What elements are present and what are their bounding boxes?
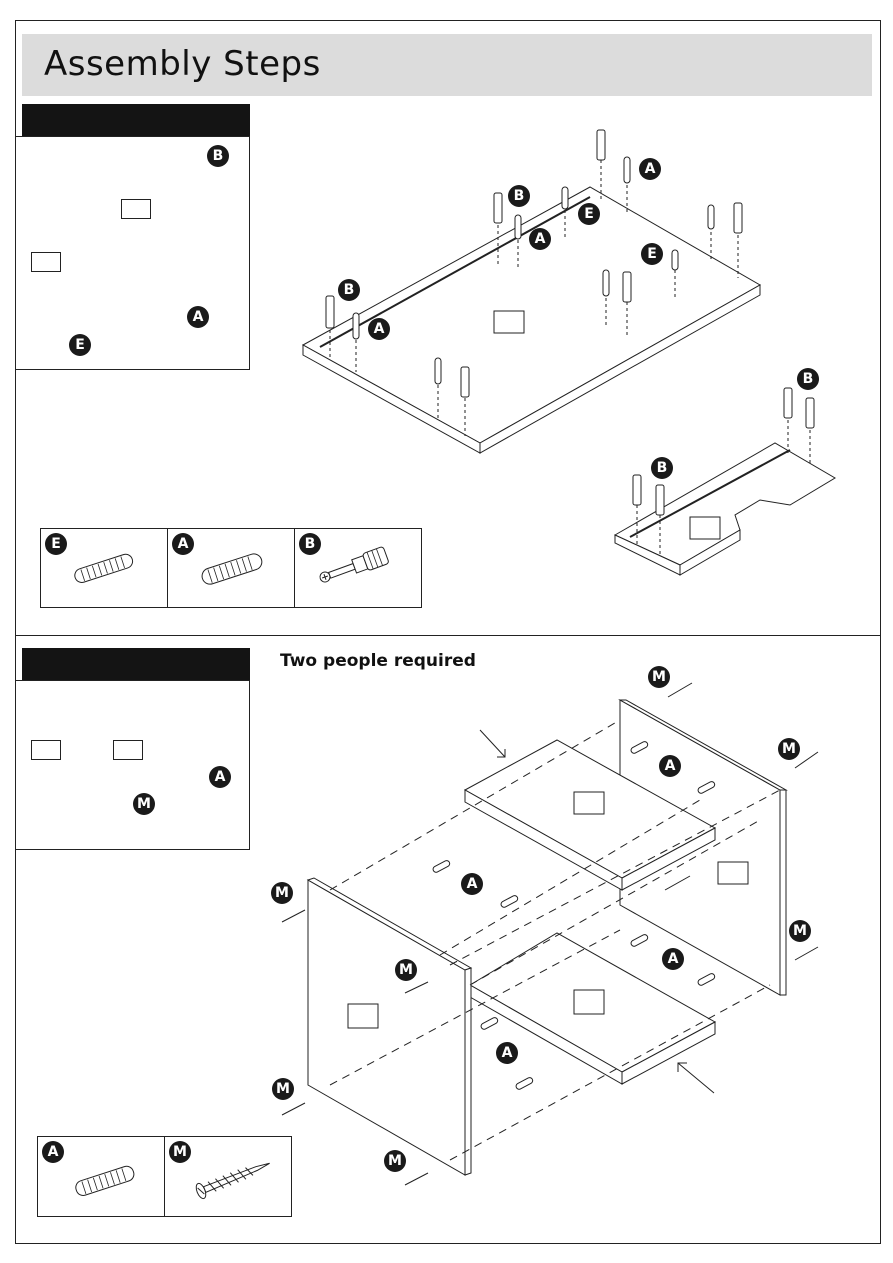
wooden-dowel-icon <box>201 553 263 585</box>
legend-cell-a: A <box>38 1137 165 1216</box>
page-title: Assembly Steps <box>44 44 321 84</box>
screws <box>281 682 819 1186</box>
groove-line <box>319 196 591 348</box>
panel-label-box <box>573 989 605 1015</box>
title-bar <box>22 34 872 96</box>
dowels <box>432 741 716 1090</box>
diagram-badge-m: M <box>395 959 417 981</box>
diagram-badge-a: A <box>659 755 681 777</box>
two-people-note: Two people required <box>280 651 476 671</box>
page-frame <box>15 20 881 1244</box>
part-badge-a: A <box>187 306 209 328</box>
legend-badge-b: B <box>299 533 321 555</box>
legend-badge-a: A <box>172 533 194 555</box>
diagram-badge-b: B <box>508 185 530 207</box>
diagram-badge-b: B <box>651 457 673 479</box>
section-divider <box>15 635 881 636</box>
panel-label-box <box>573 791 605 815</box>
diagram-badge-b: B <box>797 368 819 390</box>
panel-label-box <box>113 740 143 760</box>
cam-bolt-icon <box>319 546 389 583</box>
step1-parts-legend: E A B <box>40 528 422 608</box>
diagram-badge-a: A <box>662 948 684 970</box>
wooden-dowel-icon <box>75 1165 135 1196</box>
panel-label-box <box>347 1003 379 1029</box>
panel-label-box <box>717 861 749 885</box>
panel-label-box <box>31 252 61 272</box>
diagram-badge-b: B <box>338 279 360 301</box>
part-badge-b: B <box>207 145 229 167</box>
step1-header <box>22 104 250 136</box>
diagram-badge-m: M <box>271 882 293 904</box>
diagram-badge-m: M <box>778 738 800 760</box>
legend-cell-b: B <box>295 529 421 607</box>
panel-label-box <box>31 740 61 760</box>
panel-label-box <box>121 199 151 219</box>
legend-badge-e: E <box>45 533 67 555</box>
diagram-badge-a: A <box>639 158 661 180</box>
diagram-badge-m: M <box>272 1078 294 1100</box>
diagram-badge-e: E <box>641 243 663 265</box>
step2-header <box>22 648 250 680</box>
panel-label-box <box>493 310 525 334</box>
groove-line <box>629 449 791 538</box>
wooden-dowel-icon <box>74 553 134 583</box>
step2-parts-legend: A M <box>37 1136 292 1217</box>
step2-instruction-box: A M <box>15 680 250 850</box>
dowels-and-bolts <box>325 129 743 398</box>
legend-badge-a: A <box>42 1141 64 1163</box>
diagram-badge-a: A <box>529 228 551 250</box>
screw-icon <box>195 1162 270 1200</box>
legend-cell-m: M <box>165 1137 291 1216</box>
legend-badge-m: M <box>169 1141 191 1163</box>
legend-cell-e: E <box>41 529 168 607</box>
left-side-panel <box>306 877 473 1176</box>
diagram-badge-e: E <box>578 203 600 225</box>
arrow-icon <box>479 729 715 1094</box>
step1-instruction-box: B A E <box>15 136 250 370</box>
part-badge-e: E <box>69 334 91 356</box>
part-badge-m: M <box>133 793 155 815</box>
legend-cell-a: A <box>168 529 295 607</box>
panel-label-box <box>689 516 721 540</box>
diagram-badge-a: A <box>461 873 483 895</box>
part-badge-a: A <box>209 766 231 788</box>
diagram-badge-a: A <box>368 318 390 340</box>
diagram-badge-a: A <box>496 1042 518 1064</box>
diagram-badge-m: M <box>384 1150 406 1172</box>
bottom-rail-panel <box>613 442 836 576</box>
diagram-badge-m: M <box>648 666 670 688</box>
diagram-badge-m: M <box>789 920 811 942</box>
